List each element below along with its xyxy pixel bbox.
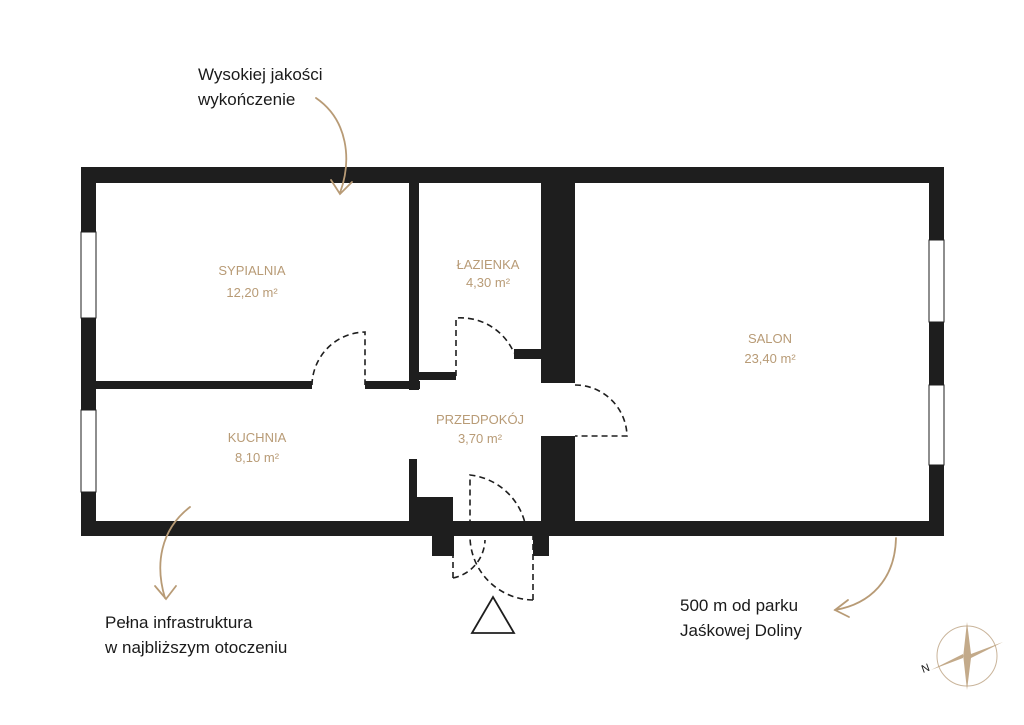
arrow-finish xyxy=(315,97,348,194)
room-name-sypialnia: SYPIALNIA xyxy=(218,263,286,278)
note-finish-line1: Wysokiej jakości xyxy=(198,65,323,84)
wall-entrance-right-jamb xyxy=(533,536,549,556)
room-name-kuchnia: KUCHNIA xyxy=(228,430,287,445)
wall-bedroom-hall xyxy=(365,381,420,389)
walls xyxy=(81,167,944,556)
arrow-finish-head xyxy=(330,179,353,196)
arrow-infrastructure xyxy=(159,506,191,599)
note-park-line2: Jaśkowej Doliny xyxy=(680,621,802,640)
annotation-arrows xyxy=(154,97,897,618)
window-salon-lower xyxy=(928,384,945,466)
wall-entrance-block xyxy=(417,497,453,536)
note-finish-line2: wykończenie xyxy=(198,90,296,109)
wall-bathroom-stub xyxy=(418,372,456,380)
room-area-salon: 23,40 m² xyxy=(744,351,796,366)
room-labels: SYPIALNIA 12,20 m² ŁAZIENKA 4,30 m² SALO… xyxy=(218,257,796,465)
wall-kitchen-hall xyxy=(409,459,417,521)
room-area-lazienka: 4,30 m² xyxy=(466,275,511,290)
compass-star xyxy=(931,622,1003,690)
entrance-arrow-icon xyxy=(470,595,516,634)
room-name-lazienka: ŁAZIENKA xyxy=(457,257,520,272)
door-bathroom xyxy=(455,317,515,376)
wall-bedroom-bathroom xyxy=(409,183,419,390)
wall-salon-lower xyxy=(541,436,575,536)
wall-bedroom-kitchen xyxy=(96,381,312,389)
window-kitchen xyxy=(80,409,97,493)
room-area-kuchnia: 8,10 m² xyxy=(235,450,280,465)
compass-north-letter: N xyxy=(920,662,932,676)
arrow-park-head xyxy=(833,599,850,618)
arrow-infrastructure-head xyxy=(154,585,177,601)
window-salon-upper xyxy=(928,239,945,323)
room-area-sypialnia: 12,20 m² xyxy=(226,285,278,300)
door-entrance-left xyxy=(452,536,486,579)
note-infrastructure-line2: w najbliższym otoczeniu xyxy=(105,638,288,657)
wall-bathroom-stub-right xyxy=(514,349,542,359)
doors xyxy=(311,317,628,601)
door-salon xyxy=(574,384,628,437)
room-area-przedpokoj: 3,70 m² xyxy=(458,431,503,446)
room-name-salon: SALON xyxy=(748,331,792,346)
wall-salon-upper xyxy=(541,183,575,383)
door-entrance-right xyxy=(469,474,534,601)
note-park-line1: 500 m od parku xyxy=(680,596,799,615)
windows xyxy=(80,231,945,493)
window-bedroom xyxy=(80,231,97,319)
note-infrastructure-line1: Pełna infrastruktura xyxy=(105,613,253,632)
note-park: 500 m od parku Jaśkowej Doliny xyxy=(680,593,802,643)
room-name-przedpokoj: PRZEDPOKÓJ xyxy=(436,412,524,427)
outer-wall xyxy=(81,167,944,536)
note-infrastructure: Pełna infrastruktura w najbliższym otocz… xyxy=(105,610,287,660)
arrow-park xyxy=(834,537,897,611)
door-bedroom xyxy=(311,331,366,386)
compass-rose-icon: N xyxy=(920,622,1003,690)
wall-entrance-left-jamb xyxy=(432,536,454,556)
note-finish: Wysokiej jakości wykończenie xyxy=(198,62,323,112)
